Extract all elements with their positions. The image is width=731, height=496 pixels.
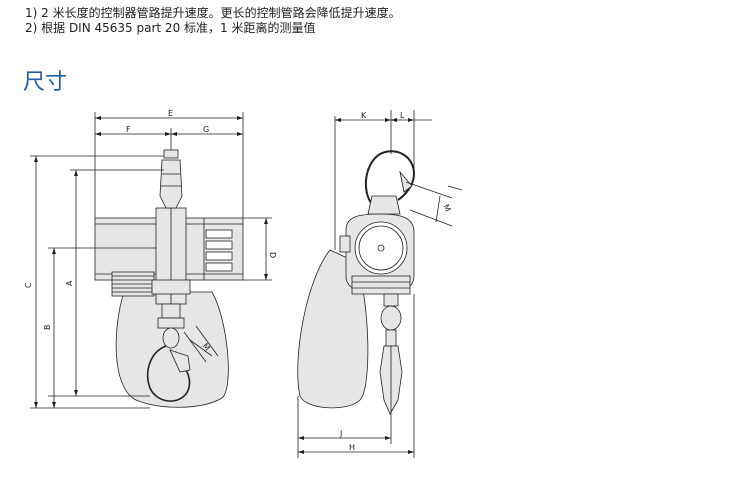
front-chain-bag	[115, 291, 229, 408]
dim-label-L: L	[400, 111, 405, 120]
dim-label-J: J	[339, 429, 342, 438]
dim-label-H: H	[349, 443, 355, 452]
dim-label-B: B	[43, 325, 52, 331]
dim-label-F: F	[126, 125, 131, 134]
dim-label-A: A	[65, 280, 74, 286]
front-view	[30, 112, 272, 409]
side-chain-bag	[297, 249, 369, 409]
side-view	[297, 110, 463, 458]
footnote-1: 1) 2 米长度的控制器管路提升速度。更长的控制管路会降低提升速度。	[25, 6, 401, 20]
dim-label-K: K	[361, 111, 367, 120]
dim-label-D: D	[268, 252, 277, 258]
dim-label-M-side: M	[441, 203, 452, 213]
footnotes: 1) 2 米长度的控制器管路提升速度。更长的控制管路会降低提升速度。 2) 根据…	[25, 6, 401, 36]
dim-label-M-front: M	[200, 342, 211, 353]
dim-label-G: G	[203, 125, 209, 134]
section-title: 尺寸	[23, 70, 68, 95]
dim-label-E: E	[168, 109, 173, 118]
front-top-hook	[159, 159, 183, 209]
dim-label-C: C	[24, 282, 33, 288]
footnote-2: 2) 根据 DIN 45635 part 20 标准，1 米距离的测量值	[25, 21, 316, 35]
front-bottom-hook	[146, 345, 191, 402]
side-top-hook	[364, 150, 416, 205]
